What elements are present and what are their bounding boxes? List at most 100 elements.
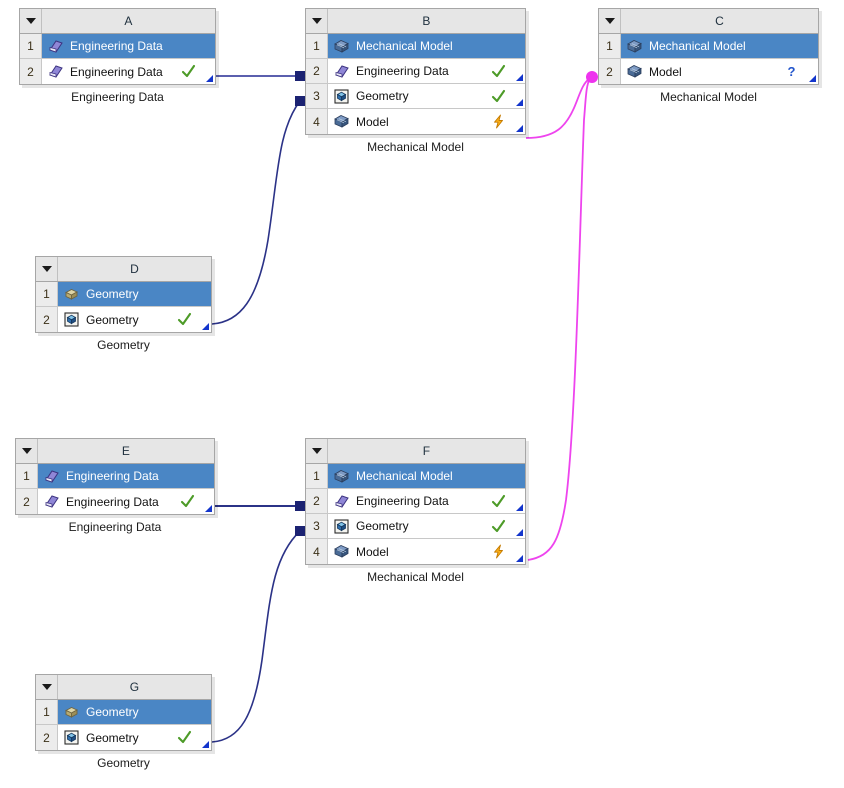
engineering-data-book-icon bbox=[43, 468, 60, 485]
table-row[interactable]: 2 Model ? bbox=[599, 59, 818, 84]
row-cell[interactable]: Geometry bbox=[58, 700, 211, 724]
row-cell[interactable]: Geometry bbox=[328, 84, 525, 108]
row-label: Engineering Data bbox=[70, 64, 163, 79]
table-row[interactable]: 2 Geometry bbox=[36, 307, 211, 332]
table-row[interactable]: 2 Engineering Data bbox=[306, 489, 525, 514]
row-cell[interactable]: Model ? bbox=[621, 59, 818, 84]
system-header-b[interactable]: B bbox=[306, 9, 525, 34]
table-row[interactable]: 1 Geometry bbox=[36, 282, 211, 307]
system-block-f[interactable]: F 1 Mechanical Model 2 Engineering Data bbox=[305, 438, 526, 584]
chevron-down-icon[interactable] bbox=[41, 684, 52, 690]
row-number: 1 bbox=[20, 34, 42, 58]
row-number: 3 bbox=[306, 84, 328, 108]
system-block-a[interactable]: A 1 Engineering Data 2 Engineering Data bbox=[19, 8, 216, 104]
header-dropdown-cell[interactable] bbox=[599, 9, 621, 33]
system-block-c[interactable]: C 1 Mechanical Model 2 Model ? Mechanica… bbox=[598, 8, 819, 104]
system-grid-c[interactable]: C 1 Mechanical Model 2 Model ? bbox=[598, 8, 819, 85]
system-header-c[interactable]: C bbox=[599, 9, 818, 34]
system-caption: Mechanical Model bbox=[367, 570, 464, 584]
geometry-solid-icon bbox=[63, 704, 80, 721]
chevron-down-icon[interactable] bbox=[311, 18, 322, 24]
header-dropdown-cell[interactable] bbox=[306, 9, 328, 33]
row-number: 4 bbox=[306, 109, 328, 134]
row-cell[interactable]: Mechanical Model bbox=[328, 34, 525, 58]
row-cell[interactable]: Geometry bbox=[58, 282, 211, 306]
link-terminal-b3[interactable] bbox=[295, 96, 305, 106]
system-grid-e[interactable]: E 1 Engineering Data 2 Engineering Data bbox=[15, 438, 215, 515]
row-number: 4 bbox=[306, 539, 328, 564]
cell-corner-marker-icon bbox=[809, 75, 816, 82]
system-grid-f[interactable]: F 1 Mechanical Model 2 Engineering Data bbox=[305, 438, 526, 565]
system-block-b[interactable]: B 1 Mechanical Model 2 Engineering Data bbox=[305, 8, 526, 154]
row-cell[interactable]: Engineering Data bbox=[42, 59, 215, 84]
table-row[interactable]: 2 Engineering Data bbox=[306, 59, 525, 84]
table-row[interactable]: 3 Geometry bbox=[306, 514, 525, 539]
system-grid-d[interactable]: D 1 Geometry 2 Geometry bbox=[35, 256, 212, 333]
link-f4-c2[interactable] bbox=[527, 77, 591, 561]
table-row[interactable]: 1 Mechanical Model bbox=[306, 34, 525, 59]
table-row[interactable]: 1 Mechanical Model bbox=[599, 34, 818, 59]
system-grid-g[interactable]: G 1 Geometry 2 Geometry bbox=[35, 674, 212, 751]
chevron-down-icon[interactable] bbox=[311, 448, 322, 454]
row-cell[interactable]: Mechanical Model bbox=[328, 464, 525, 488]
row-cell[interactable]: Geometry bbox=[58, 307, 211, 332]
header-dropdown-cell[interactable] bbox=[36, 675, 58, 699]
table-row[interactable]: 2 Geometry bbox=[36, 725, 211, 750]
header-dropdown-cell[interactable] bbox=[20, 9, 42, 33]
table-row[interactable]: 3 Geometry bbox=[306, 84, 525, 109]
geometry-designmodeler-icon bbox=[333, 518, 350, 535]
chevron-down-icon[interactable] bbox=[604, 18, 615, 24]
row-cell[interactable]: Geometry bbox=[58, 725, 211, 750]
system-header-d[interactable]: D bbox=[36, 257, 211, 282]
link-terminal-f2[interactable] bbox=[295, 501, 305, 511]
row-cell[interactable]: Engineering Data bbox=[38, 464, 214, 488]
system-caption: Mechanical Model bbox=[367, 140, 464, 154]
geometry-designmodeler-icon bbox=[63, 311, 80, 328]
svg-text:?: ? bbox=[787, 64, 795, 79]
header-dropdown-cell[interactable] bbox=[306, 439, 328, 463]
system-header-g[interactable]: G bbox=[36, 675, 211, 700]
table-row[interactable]: 1 Engineering Data bbox=[20, 34, 215, 59]
link-terminal-b2[interactable] bbox=[295, 71, 305, 81]
system-header-a[interactable]: A bbox=[20, 9, 215, 34]
link-d2-b3[interactable] bbox=[211, 100, 301, 325]
row-cell[interactable]: Engineering Data bbox=[42, 34, 215, 58]
system-block-e[interactable]: E 1 Engineering Data 2 Engineering Data bbox=[15, 438, 215, 534]
table-row[interactable]: 1 Geometry bbox=[36, 700, 211, 725]
row-cell[interactable]: Engineering Data bbox=[328, 59, 525, 83]
table-row[interactable]: 1 Engineering Data bbox=[16, 464, 214, 489]
row-number: 1 bbox=[306, 464, 328, 488]
chevron-down-icon[interactable] bbox=[41, 266, 52, 272]
row-cell[interactable]: Model bbox=[328, 109, 525, 134]
header-dropdown-cell[interactable] bbox=[36, 257, 58, 281]
link-b4-c2[interactable] bbox=[525, 77, 591, 139]
row-cell[interactable]: Engineering Data bbox=[328, 489, 525, 513]
system-grid-b[interactable]: B 1 Mechanical Model 2 Engineering Data bbox=[305, 8, 526, 135]
link-terminal-c2[interactable] bbox=[586, 71, 598, 83]
chevron-down-icon[interactable] bbox=[25, 18, 36, 24]
table-row[interactable]: 2 Engineering Data bbox=[20, 59, 215, 84]
engineering-data-book-icon bbox=[333, 63, 350, 80]
chevron-down-icon[interactable] bbox=[21, 448, 32, 454]
system-block-g[interactable]: G 1 Geometry 2 Geometry Geometry bbox=[35, 674, 212, 770]
link-g2-f3[interactable] bbox=[211, 530, 301, 743]
row-cell[interactable]: Geometry bbox=[328, 514, 525, 538]
table-row[interactable]: 4 Model bbox=[306, 109, 525, 134]
table-row[interactable]: 4 Model bbox=[306, 539, 525, 564]
system-letter: G bbox=[129, 680, 140, 694]
link-terminal-f3[interactable] bbox=[295, 526, 305, 536]
header-dropdown-cell[interactable] bbox=[16, 439, 38, 463]
system-block-d[interactable]: D 1 Geometry 2 Geometry Geometry bbox=[35, 256, 212, 352]
table-row[interactable]: 1 Mechanical Model bbox=[306, 464, 525, 489]
system-grid-a[interactable]: A 1 Engineering Data 2 Engineering Data bbox=[19, 8, 216, 85]
row-label: Geometry bbox=[86, 287, 139, 301]
engineering-data-book-icon bbox=[47, 63, 64, 80]
row-cell[interactable]: Mechanical Model bbox=[621, 34, 818, 58]
system-header-f[interactable]: F bbox=[306, 439, 525, 464]
row-cell[interactable]: Model bbox=[328, 539, 525, 564]
row-number: 2 bbox=[36, 725, 58, 750]
system-header-e[interactable]: E bbox=[16, 439, 214, 464]
row-cell[interactable]: Engineering Data bbox=[38, 489, 214, 514]
table-row[interactable]: 2 Engineering Data bbox=[16, 489, 214, 514]
